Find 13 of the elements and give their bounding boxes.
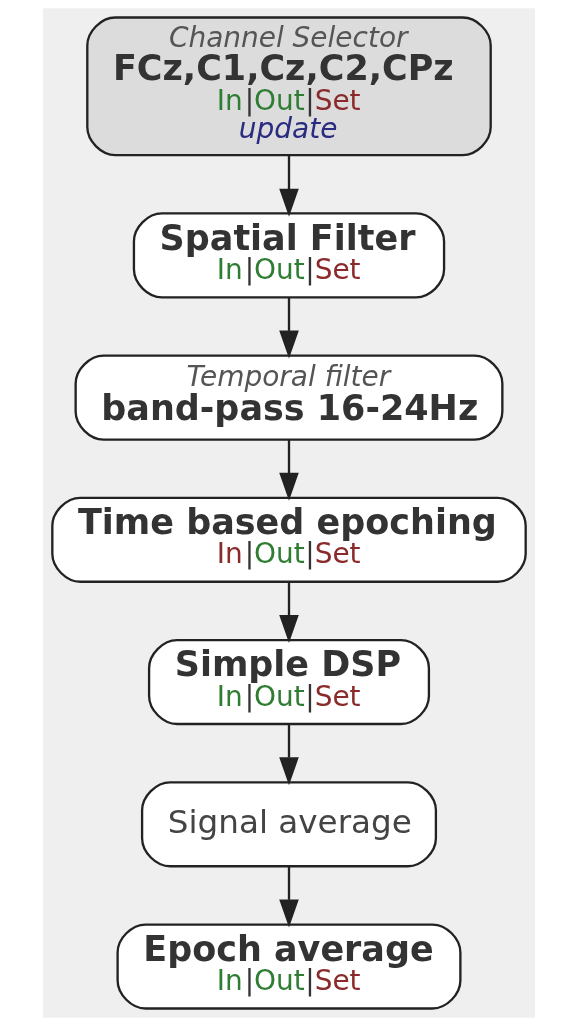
arrow: [278, 297, 299, 359]
node-box: Channel Selector FCz,C1,Cz,C2,CPz In|Out|Set update: [85, 16, 492, 157]
node-box: Spatial Filter In|Out|Set: [132, 212, 445, 299]
arrow: [278, 439, 299, 501]
arrow: [278, 724, 299, 786]
arrow: [278, 155, 299, 217]
node-box: Signal average: [140, 781, 437, 868]
node-box: Epoch average In|Out|Set: [115, 923, 462, 1010]
arrow: [278, 866, 299, 928]
node-box: Temporal filter band-pass 16-24Hz: [73, 354, 504, 441]
node-box: Time based epoching In|Out|Set: [50, 496, 527, 583]
node-box: Simple DSP In|Out|Set: [147, 638, 430, 726]
arrow: [278, 581, 299, 644]
